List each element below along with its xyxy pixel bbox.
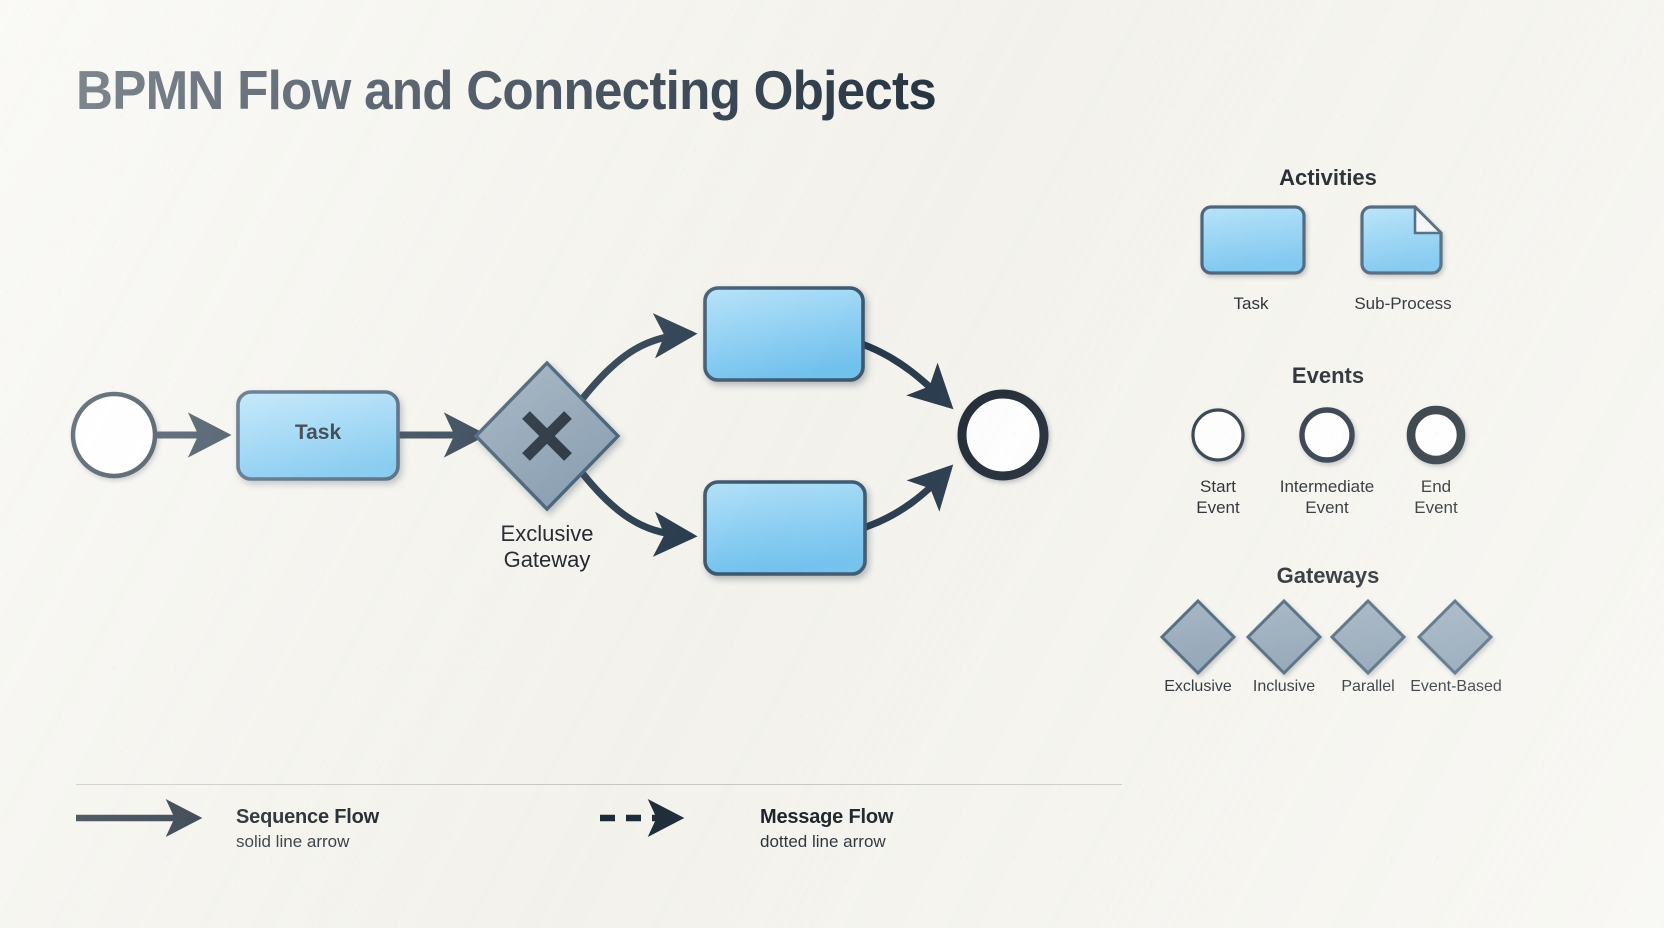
legend-heading-events: Events xyxy=(1291,363,1365,388)
task-box[interactable] xyxy=(236,390,400,481)
sequence-flow-title: Sequence Flow xyxy=(236,806,379,828)
branch-bottom-task-box[interactable] xyxy=(703,480,867,576)
task-box-label: Task xyxy=(294,421,342,444)
legend-caption-end-event: End Event xyxy=(1414,477,1458,518)
connector-gateway-to-bottom-task xyxy=(579,470,698,557)
connector-gateway-to-top-task xyxy=(579,313,698,402)
page-title: BPMN Flow and Connecting Objects xyxy=(76,59,937,121)
legend-task-shape[interactable] xyxy=(1200,205,1306,275)
legend-caption-gateway-exclusive: Exclusive xyxy=(1164,678,1232,695)
legend-caption-subprocess: Sub-Process xyxy=(1354,294,1452,313)
legend-intermediate-event-circle[interactable] xyxy=(1299,407,1355,463)
legend-caption-start-event: Start Event xyxy=(1196,477,1240,518)
legend-gateway-exclusive[interactable] xyxy=(1159,598,1237,676)
end-event-circle[interactable] xyxy=(957,389,1049,481)
legend-caption-gateway-event-based: Event-Based xyxy=(1410,678,1502,695)
legend-subprocess-shape[interactable] xyxy=(1360,205,1443,275)
connector-top-task-to-end xyxy=(858,340,954,410)
legend-caption-gateway-inclusive: Inclusive xyxy=(1252,678,1316,695)
legend-gateway-inclusive[interactable] xyxy=(1245,598,1323,676)
sequence-flow-legend: Sequence Flow solid line arrow xyxy=(236,806,379,852)
legend-caption-intermediate-event: Intermediate Event xyxy=(1279,477,1375,518)
legend-gateway-parallel[interactable] xyxy=(1329,598,1407,676)
connector-bottom-task-to-end xyxy=(862,464,954,531)
message-flow-title: Message Flow xyxy=(760,806,894,828)
legend-start-event-circle[interactable] xyxy=(1191,408,1245,462)
bottom-legend-divider xyxy=(76,784,1122,785)
message-flow-legend: Message Flow dotted line arrow xyxy=(760,806,893,852)
legend-heading-gateways: Gateways xyxy=(1276,563,1380,588)
gateway-x-icon xyxy=(522,411,572,461)
legend-gateway-event-based[interactable] xyxy=(1416,598,1494,676)
sequence-flow-subtitle: solid line arrow xyxy=(236,832,350,851)
start-event-circle[interactable] xyxy=(70,391,158,479)
legend-caption-gateway-parallel: Parallel xyxy=(1341,678,1395,695)
exclusive-gateway-label: Exclusive Gateway xyxy=(500,521,594,573)
legend-caption-task: Task xyxy=(1233,294,1269,313)
legend-end-event-circle[interactable] xyxy=(1406,405,1466,465)
branch-top-task-box[interactable] xyxy=(703,286,865,382)
message-flow-subtitle: dotted line arrow xyxy=(760,832,886,851)
legend-heading-activities: Activities xyxy=(1279,165,1377,190)
sequence-flow-connectors xyxy=(156,313,954,557)
